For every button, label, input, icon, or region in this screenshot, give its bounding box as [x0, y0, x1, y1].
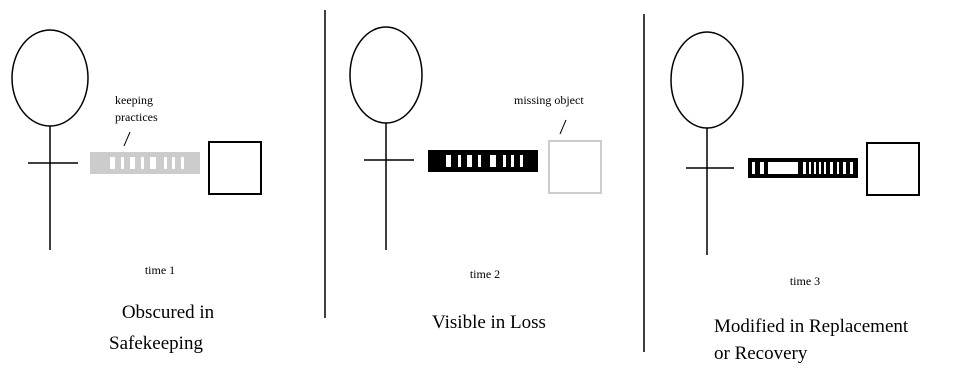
- annotation-pointer: [123, 131, 131, 147]
- caption-line-1: Obscured in: [122, 302, 215, 323]
- panel-2: missing object time 2 Visible in Loss: [349, 26, 602, 333]
- person-figure: [11, 29, 89, 250]
- object-box: [866, 142, 920, 196]
- object-strip: [428, 150, 538, 172]
- person-figure: [349, 26, 423, 250]
- annotation-practices: practices: [115, 110, 158, 124]
- panel-1: keeping practices time 1 Obscured in Saf…: [11, 29, 262, 354]
- time-label: time 2: [470, 267, 500, 281]
- panel-3: time 3 Modified in Replacement or Recove…: [670, 31, 920, 364]
- object-box: [208, 141, 262, 195]
- object-box: [548, 140, 602, 194]
- time-label: time 3: [790, 274, 820, 288]
- caption-line-1: Visible in Loss: [432, 312, 546, 333]
- caption-line-2: Safekeeping: [109, 333, 203, 354]
- object-strip: [90, 152, 200, 174]
- time-label: time 1: [145, 263, 175, 277]
- person-figure: [670, 31, 744, 255]
- annotation-pointer: [559, 119, 567, 135]
- caption-line-1: Modified in Replacement: [714, 316, 909, 337]
- annotation-missing-object: missing object: [514, 93, 584, 107]
- annotation-keeping: keeping: [115, 93, 153, 107]
- caption-line-2: or Recovery: [714, 343, 808, 364]
- object-strip: [748, 158, 858, 178]
